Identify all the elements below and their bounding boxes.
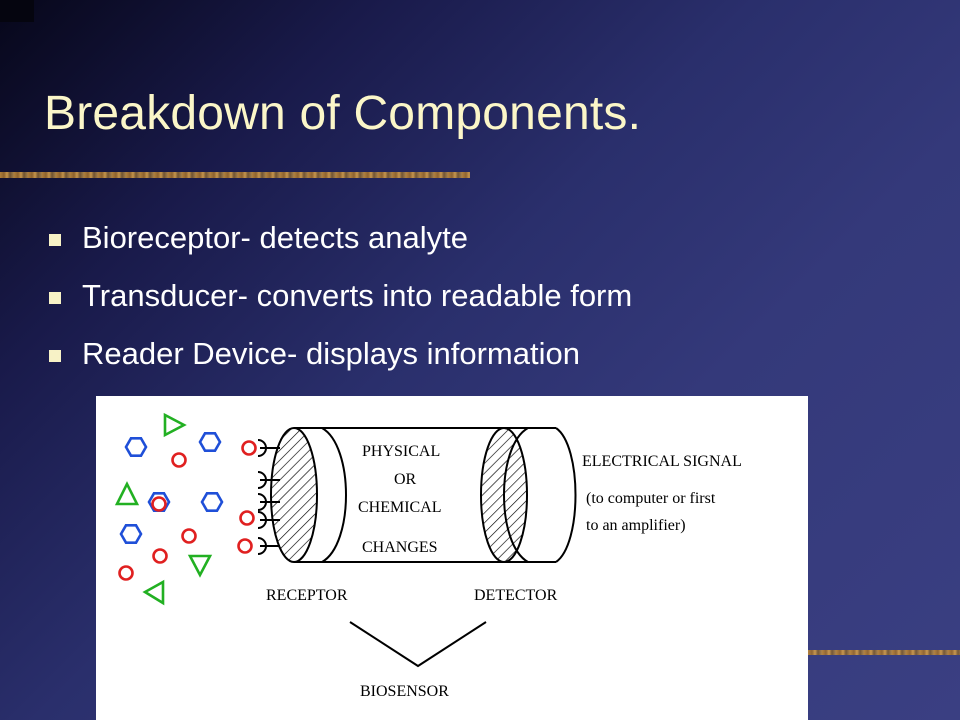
analyte-triangle: [163, 412, 187, 438]
analyte-triangle: [142, 579, 165, 606]
receptor-label: RECEPTOR: [266, 587, 348, 604]
cylinder-end-cap: [555, 427, 577, 563]
receptor-site: [257, 537, 280, 555]
analyte-circle: [171, 452, 187, 468]
analyte-circle: [151, 496, 167, 512]
analyte-hexagon: [124, 436, 148, 458]
analyte-circle: [181, 528, 197, 544]
analyte-circle: [237, 538, 253, 554]
analyte-triangle: [114, 481, 140, 506]
signal-note-line-2: to an amplifier): [586, 517, 686, 534]
analyte-circle: [118, 565, 134, 581]
detector-label: DETECTOR: [474, 587, 558, 604]
signal-note-line-1: (to computer or first: [586, 490, 716, 507]
bullet-marker: [49, 292, 61, 304]
bullet-marker: [49, 350, 61, 362]
slide-title: Breakdown of Components.: [44, 87, 642, 140]
analyte-circle: [239, 510, 255, 526]
analyte-triangle: [187, 554, 213, 578]
bullet-text: Bioreceptor- detects analyte: [82, 220, 468, 255]
title-underline: [0, 172, 470, 178]
biosensor-bracket: [349, 621, 487, 668]
electrical-signal-label: ELECTRICAL SIGNAL: [582, 453, 742, 470]
bullet-text: Reader Device- displays information: [82, 336, 580, 371]
analyte-hexagon: [198, 431, 222, 453]
analyte-hexagon: [147, 492, 171, 512]
analyte-circle: [241, 440, 257, 456]
decorative-rule-right: [808, 650, 960, 655]
center-text-line-3: CHEMICAL: [358, 499, 442, 516]
bullet-item: Transducer- converts into readable form: [48, 272, 632, 330]
center-text-line-2: OR: [394, 471, 417, 488]
biosensor-diagram: PHYSICAL OR CHEMICAL CHANGES ELECTRICAL …: [96, 396, 808, 720]
bullet-list: Bioreceptor- detects analyte Transducer-…: [48, 214, 632, 388]
inner-boundary: [321, 427, 347, 563]
biosensor-diagram-svg: PHYSICAL OR CHEMICAL CHANGES ELECTRICAL …: [114, 412, 742, 700]
center-text-line-1: PHYSICAL: [362, 443, 440, 460]
bullet-item: Bioreceptor- detects analyte: [48, 214, 632, 272]
receptor-disc: [270, 427, 318, 563]
analyte-circle: [152, 548, 168, 564]
corner-mark: [0, 0, 34, 22]
center-text-line-4: CHANGES: [362, 539, 438, 556]
bullet-item: Reader Device- displays information: [48, 330, 632, 388]
analyte-hexagon: [119, 524, 143, 544]
bullet-text: Transducer- converts into readable form: [82, 278, 633, 313]
analyte-hexagon: [200, 492, 224, 512]
biosensor-label: BIOSENSOR: [360, 683, 449, 700]
detector-disc: [480, 427, 528, 563]
bullet-marker: [49, 234, 61, 246]
